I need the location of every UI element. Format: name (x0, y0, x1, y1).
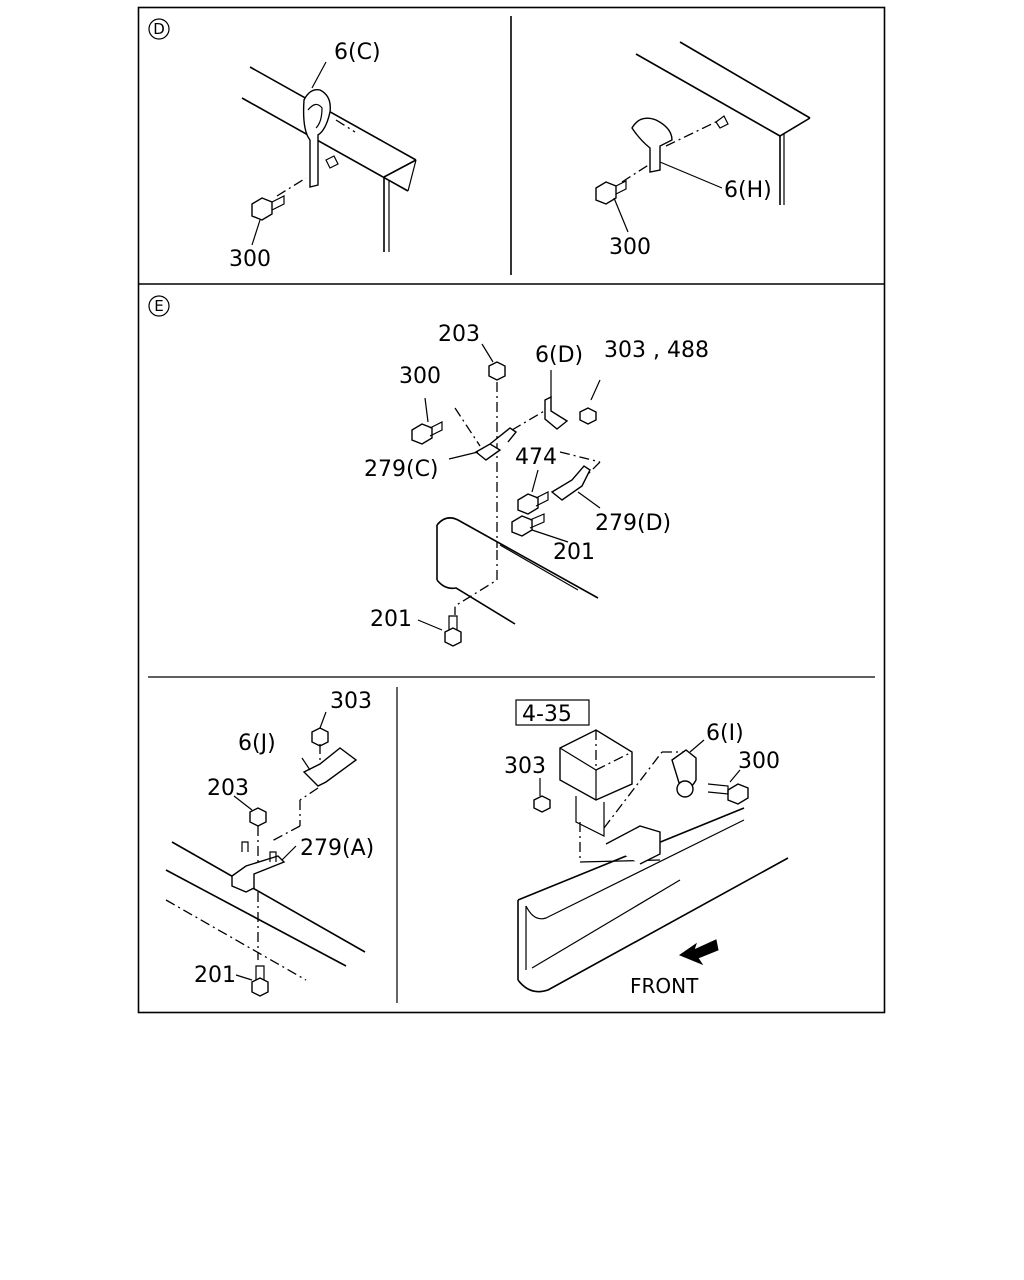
ref-box-4-35 (515, 699, 590, 726)
label-300-d-left: 300 (229, 247, 271, 272)
clip-279a (231, 855, 286, 893)
nut-303-488 (579, 407, 597, 425)
label-300-right: 300 (738, 749, 780, 774)
label-6d: 6(D) (535, 343, 583, 368)
label-front: FRONT (630, 974, 699, 998)
label-303-left: 303 (330, 689, 372, 714)
label-4-35: 4-35 (522, 702, 572, 727)
bracket-6j (302, 747, 358, 787)
front-arrow-icon (678, 939, 719, 966)
label-201-bottom: 201 (370, 607, 412, 632)
bolt-300-d-left (251, 195, 285, 221)
label-303-right: 303 (504, 754, 546, 779)
bracket-6d (544, 395, 569, 430)
diagram-frame (137, 6, 886, 1014)
label-279c: 279(C) (364, 457, 439, 482)
section-marker-e: E (148, 295, 170, 317)
label-201-side: 201 (553, 540, 595, 565)
label-279d: 279(D) (595, 511, 671, 536)
view-e-top: 203 6(D) 303 , 488 300 279(C) 474 279(D)… (364, 322, 709, 647)
label-474: 474 (515, 445, 557, 470)
stud-bolts (241, 841, 277, 862)
view-d-left: 6(C) 300 (229, 40, 417, 272)
bolt-300-right (707, 783, 749, 805)
bracket-6c (302, 89, 331, 188)
label-203-top: 203 (438, 322, 480, 347)
label-6h: 6(H) (724, 178, 772, 203)
label-201-left: 201 (194, 963, 236, 988)
bolt-474 (517, 491, 549, 515)
label-279a: 279(A) (300, 836, 374, 861)
label-6j: 6(J) (238, 731, 276, 756)
label-6c: 6(C) (334, 40, 381, 65)
section-marker-e-text: E (154, 297, 163, 315)
section-marker-d: D (148, 18, 170, 40)
label-6i: 6(I) (706, 721, 744, 746)
bolt-201-e-top-bottom (444, 615, 462, 647)
bracket-6h (631, 117, 673, 173)
nut-203-left (249, 807, 267, 827)
label-203-left: 203 (207, 776, 249, 801)
view-e-bottom-left: 303 6(J) 203 279(A) 201 (165, 689, 374, 997)
nut-203 (488, 361, 506, 381)
view-e-bottom-right: 4-35 303 6(I) 300 FRONT (504, 699, 789, 998)
bolt-201-left (251, 965, 269, 997)
label-300-d-right: 300 (609, 235, 651, 260)
section-marker-d-text: D (153, 20, 165, 38)
label-303-488: 303 , 488 (604, 338, 709, 363)
bolt-300-e-top (411, 421, 443, 445)
view-d-right: 6(H) 300 (595, 41, 811, 260)
bolt-300-d-right (595, 180, 627, 205)
clip-279c (474, 427, 518, 461)
clip-279d (550, 465, 591, 501)
label-300-e-top: 300 (399, 364, 441, 389)
nut-303-right (533, 795, 551, 813)
nut-303-left (311, 727, 329, 747)
